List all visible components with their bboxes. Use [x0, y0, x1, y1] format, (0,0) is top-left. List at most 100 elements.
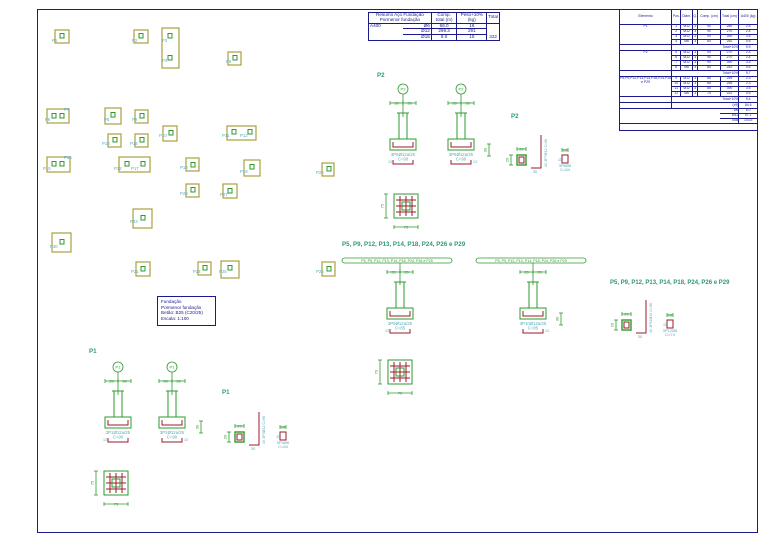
- header-cell: A400 (kg): [738, 9, 758, 25]
- rebar-shape: [389, 329, 411, 334]
- column-tag: P2: [459, 87, 465, 92]
- dimension-label: 15: [281, 424, 286, 429]
- starter-bar: [636, 300, 647, 334]
- footing-p26: P26: [316, 261, 336, 277]
- dimension-right: 38: [171, 378, 186, 383]
- dimension-label: 30: [555, 316, 560, 321]
- starter-width: 20: [234, 423, 245, 428]
- column-outline: [167, 55, 173, 61]
- column-outline: [139, 137, 145, 143]
- dimension-right: 38: [460, 100, 475, 105]
- stirrup-label: 3P8Ø6: [559, 163, 572, 168]
- stirrup-width: 15: [666, 312, 674, 317]
- rebar-length: C=90: [113, 435, 124, 440]
- footing-p11-p12: P11 P12: [222, 125, 257, 141]
- dimension-left: 38: [389, 100, 404, 105]
- dimension-label: 35: [524, 269, 529, 274]
- starter-width: 20: [621, 311, 632, 316]
- column-outline: [167, 33, 173, 39]
- column-outline: [110, 112, 116, 118]
- column-outline: [227, 265, 233, 271]
- footing-p8: P8: [104, 107, 122, 125]
- dimension-label: 20: [624, 311, 629, 316]
- rebar-label: 3P9Ø12a/25: [388, 321, 413, 326]
- footing-outline: [162, 125, 178, 142]
- starter-bar: [531, 135, 542, 169]
- rebar-length: C=85: [528, 326, 539, 331]
- footing-outline: [161, 27, 180, 69]
- footing-label: P12: [240, 133, 248, 138]
- column-outline: [168, 130, 174, 136]
- detail-title: P2: [511, 113, 519, 120]
- footing-outline: [243, 159, 261, 177]
- footing-label: P11: [222, 133, 230, 138]
- dimension-label: 38: [109, 378, 114, 383]
- column-outline: [140, 161, 146, 167]
- table-row: Ø16 8.0 15: [369, 34, 500, 42]
- footing-label: P26: [316, 269, 324, 274]
- starter-base-length: 30: [638, 334, 643, 339]
- hook-length: 13: [385, 329, 389, 333]
- footing-label: P14: [130, 141, 138, 146]
- dimension-left: 35: [386, 269, 401, 274]
- peso-cell: 15: [456, 34, 488, 42]
- stirrup-width: 15: [279, 424, 287, 429]
- starter-column: [234, 431, 245, 443]
- footing-height-dimension: 30: [483, 143, 491, 157]
- dimension-label: 35: [391, 269, 396, 274]
- footing-label: P24: [193, 269, 201, 274]
- rebar-label: 3P6Ø12a/25: [449, 152, 474, 157]
- footing-p25: P25: [219, 260, 240, 279]
- total-cell: 322: [486, 22, 500, 42]
- footing-label: P9: [132, 117, 138, 122]
- column-tag: P5, P9, P12, P13, P14, P18, P24, P26 e P…: [361, 259, 433, 263]
- rebar-bottom: [107, 420, 129, 426]
- footing-outline: [46, 156, 71, 173]
- dimension-label: 20: [223, 434, 228, 439]
- footing-label: P13: [102, 141, 110, 146]
- rebar-shape: [107, 438, 129, 443]
- footing-outline: [321, 162, 335, 177]
- stirrup-shape: [666, 319, 674, 329]
- dimension-label: 30: [195, 424, 200, 429]
- footing-p1: P1: [52, 29, 70, 44]
- blank-row: [619, 123, 758, 131]
- rebar-shape: [522, 329, 544, 334]
- dimension-label: 15: [563, 147, 568, 152]
- hook-length: 13: [184, 438, 188, 442]
- footing-p2: P2: [132, 29, 149, 44]
- column-outline: [140, 215, 146, 221]
- footing-outline: [118, 156, 151, 173]
- column-tag: P1: [170, 365, 176, 370]
- header-cell: Diâm.: [680, 9, 693, 25]
- rebar-label: 3P10Ø12a/25: [520, 321, 547, 326]
- column-outline: [124, 161, 130, 167]
- starter-bar-label: 4X 3P7Ø12 C=96: [544, 139, 548, 167]
- footing-block: [386, 307, 414, 320]
- footing-outline: [107, 133, 122, 148]
- column-outline: [59, 161, 65, 167]
- column-outline: [51, 161, 57, 167]
- footing-label: P18: [180, 165, 188, 170]
- header-cell: Pos.: [671, 9, 682, 25]
- dimension-label: 75: [90, 480, 95, 485]
- footing-outline: [226, 125, 257, 141]
- title-line: Betão: B25 (C20/25): [161, 310, 203, 316]
- column-tag: P1: [116, 365, 122, 370]
- footing-outline: [185, 183, 200, 198]
- footing-outline: [135, 261, 151, 277]
- header-cell: Peso+10% (kg): [456, 12, 488, 24]
- stirrup-label: 3P12Ø6: [663, 328, 678, 333]
- footing-p27: P27: [220, 183, 238, 199]
